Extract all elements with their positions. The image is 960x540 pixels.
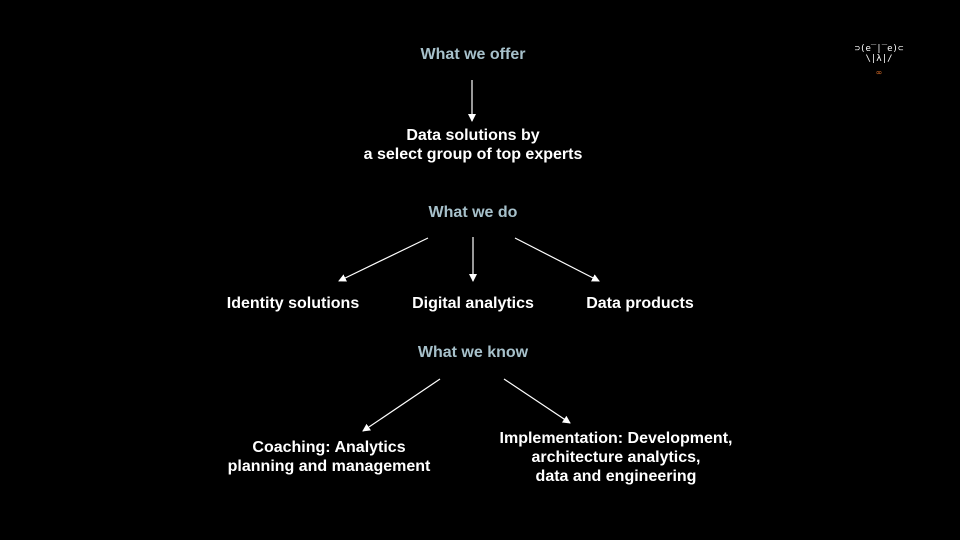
- node-line: Implementation: Development,: [499, 430, 733, 447]
- heading-what-we-offer: What we offer: [420, 46, 526, 63]
- node-line: a select group of top experts: [363, 146, 583, 163]
- node-line: Digital analytics: [412, 295, 534, 312]
- node-line: data and engineering: [535, 468, 697, 485]
- arrow-do-to-products: [514, 237, 600, 282]
- node-line: Data solutions by: [406, 127, 540, 144]
- heading-what-we-know: What we know: [417, 344, 529, 361]
- heading-what-we-do: What we do: [428, 204, 518, 221]
- node-line: planning and management: [227, 458, 431, 475]
- node-identity-solutions: Identity solutions: [227, 294, 359, 313]
- arrow-know-to-implementation: [503, 378, 571, 424]
- node-implementation: Implementation: Development, architectur…: [500, 429, 733, 486]
- node-coaching: Coaching: Analytics planning and managem…: [228, 438, 431, 476]
- arrow-do-to-identity: [338, 237, 429, 282]
- node-line: Identity solutions: [226, 295, 360, 312]
- logo-face-line: ⊃(e‾|‾e)⊂: [854, 44, 904, 54]
- node-data-solutions: Data solutions by a select group of top …: [364, 126, 583, 164]
- node-line: architecture analytics,: [531, 449, 701, 466]
- arrow-know-to-coaching: [362, 378, 441, 432]
- brand-logo: ⊃(e‾|‾e)⊂ \|λ|/ ∞: [846, 44, 912, 104]
- node-line: Coaching: Analytics: [252, 439, 406, 456]
- node-line: Data products: [586, 295, 694, 312]
- node-data-products: Data products: [586, 294, 694, 313]
- node-digital-analytics: Digital analytics: [412, 294, 534, 313]
- infinity-icon: ∞: [875, 68, 883, 77]
- logo-face-line: \|λ|/: [865, 54, 893, 64]
